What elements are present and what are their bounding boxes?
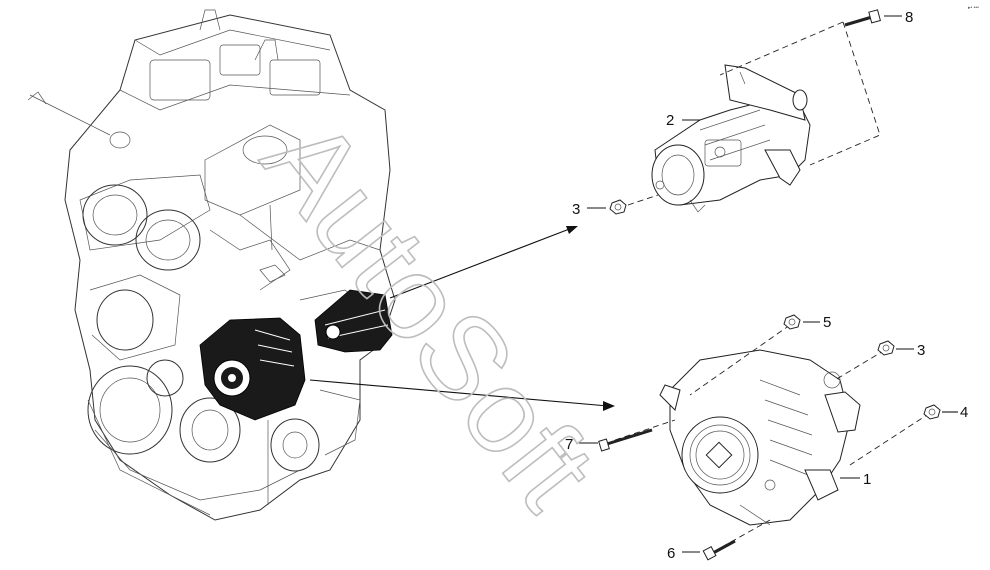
- bolt-7: [598, 428, 653, 452]
- callout-3-alternator: 3: [917, 342, 925, 359]
- reference-arrows: [309, 226, 615, 411]
- installed-starter-highlight: [314, 289, 393, 353]
- starter-motor: [651, 64, 811, 213]
- watermark-text: AutoSoft: [238, 95, 621, 533]
- alternator-nut-4: [923, 404, 941, 420]
- callout-leader-lines: [579, 15, 958, 553]
- callout-4: 4: [960, 404, 968, 421]
- corner-mark: ▸• •••: [968, 5, 979, 11]
- callout-5: 5: [823, 314, 831, 331]
- installed-alternator-highlight: [199, 317, 306, 421]
- starter-nut-3: [609, 199, 627, 215]
- callout-2: 2: [666, 112, 674, 129]
- callout-8: 8: [905, 9, 913, 26]
- alternator-nut-3: [877, 340, 895, 356]
- callout-3-starter: 3: [572, 201, 580, 218]
- bolt-6: [702, 539, 736, 561]
- alternator: [659, 349, 861, 526]
- callout-7: 7: [565, 436, 573, 453]
- alternator-nut-5: [783, 314, 801, 330]
- engine-block: [27, 9, 396, 521]
- callout-1: 1: [863, 471, 871, 488]
- callout-6: 6: [667, 545, 675, 562]
- alternator-bolt-leaders: [614, 324, 931, 548]
- bolt-8: [844, 9, 881, 27]
- starter-bolt-leaders: [627, 21, 881, 206]
